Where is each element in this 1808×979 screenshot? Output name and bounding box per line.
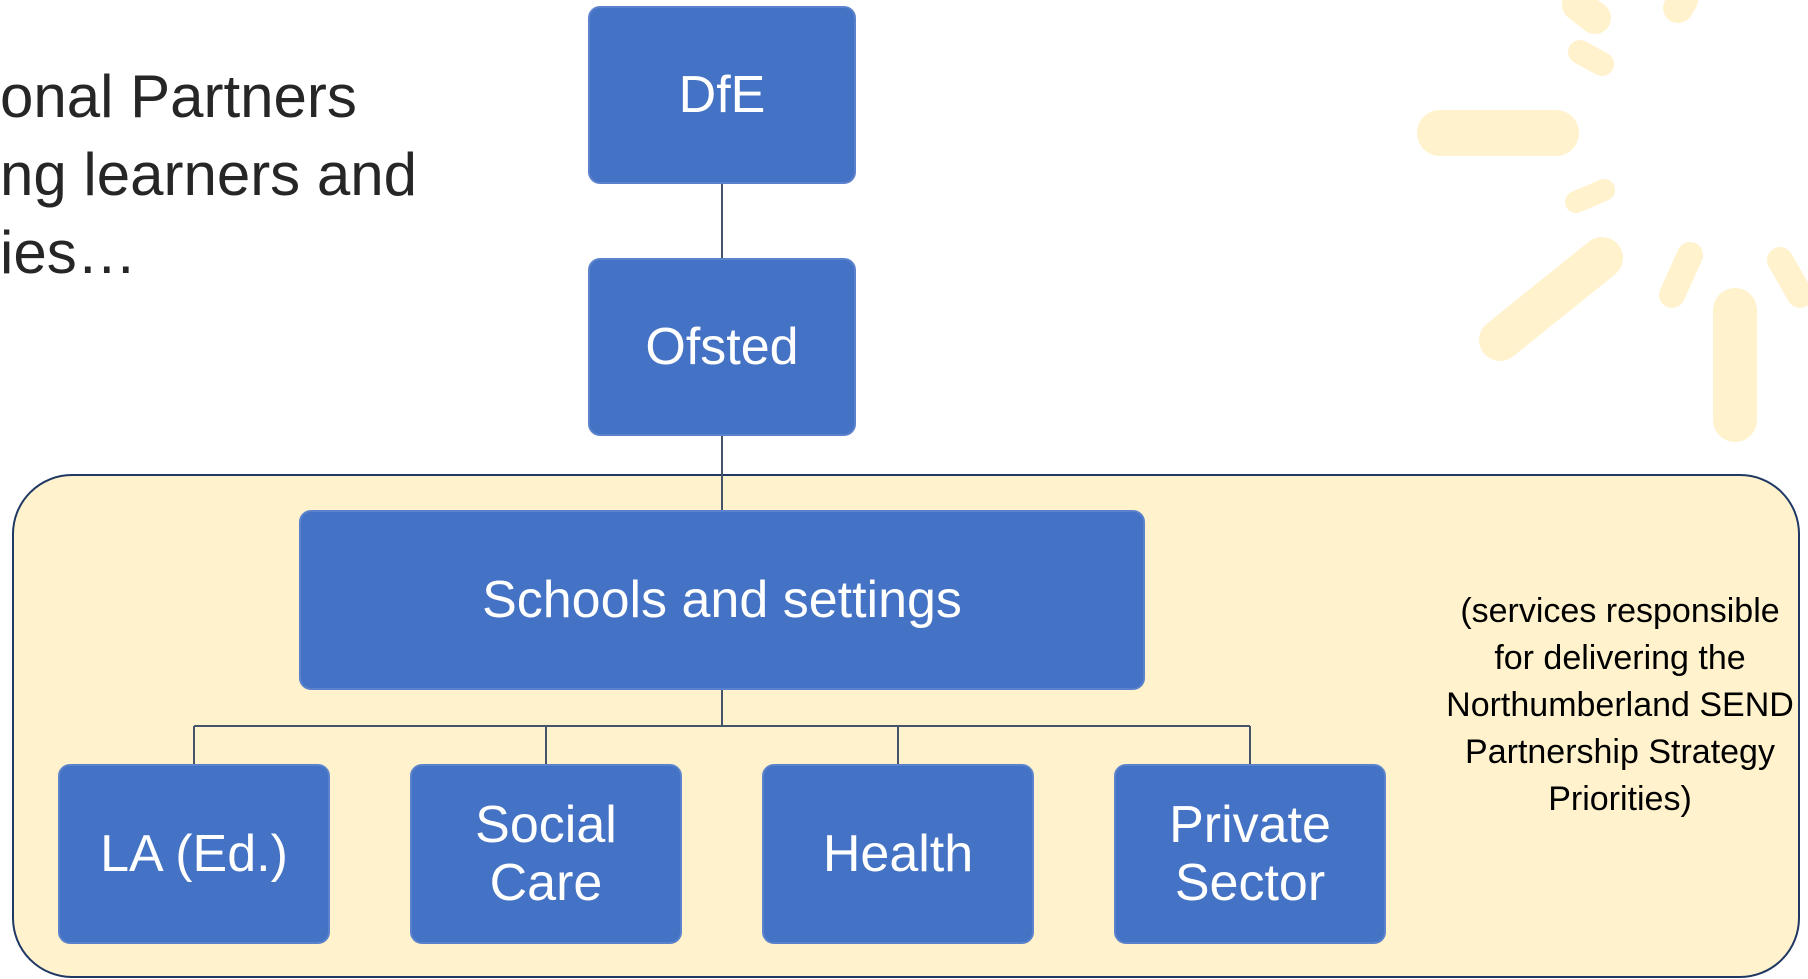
node-private-sector-label: Private Sector bbox=[1169, 795, 1331, 912]
node-la-label: LA (Ed.) bbox=[100, 824, 288, 883]
node-dfe-label: DfE bbox=[678, 65, 766, 124]
services-note: (services responsible for delivering the… bbox=[1446, 592, 1794, 818]
node-health: Health bbox=[762, 764, 1034, 944]
heading-line-1: onal Partners bbox=[0, 63, 357, 130]
node-ofsted-label: Ofsted bbox=[645, 317, 799, 376]
node-private-sector: Private Sector bbox=[1114, 764, 1386, 944]
heading-line-3: ies… bbox=[0, 219, 137, 286]
node-schools-label: Schools and settings bbox=[482, 570, 962, 629]
heading-line-2: ng learners and bbox=[0, 141, 417, 208]
node-ofsted: Ofsted bbox=[588, 258, 856, 436]
node-dfe: DfE bbox=[588, 6, 856, 184]
node-social-care: Social Care bbox=[410, 764, 682, 944]
slide-heading: onal Partners ng learners and ies… bbox=[0, 58, 417, 292]
node-social-care-label: Social Care bbox=[475, 795, 617, 912]
node-la-ed: LA (Ed.) bbox=[58, 764, 330, 944]
node-schools-and-settings: Schools and settings bbox=[299, 510, 1145, 690]
node-health-label: Health bbox=[822, 824, 974, 883]
